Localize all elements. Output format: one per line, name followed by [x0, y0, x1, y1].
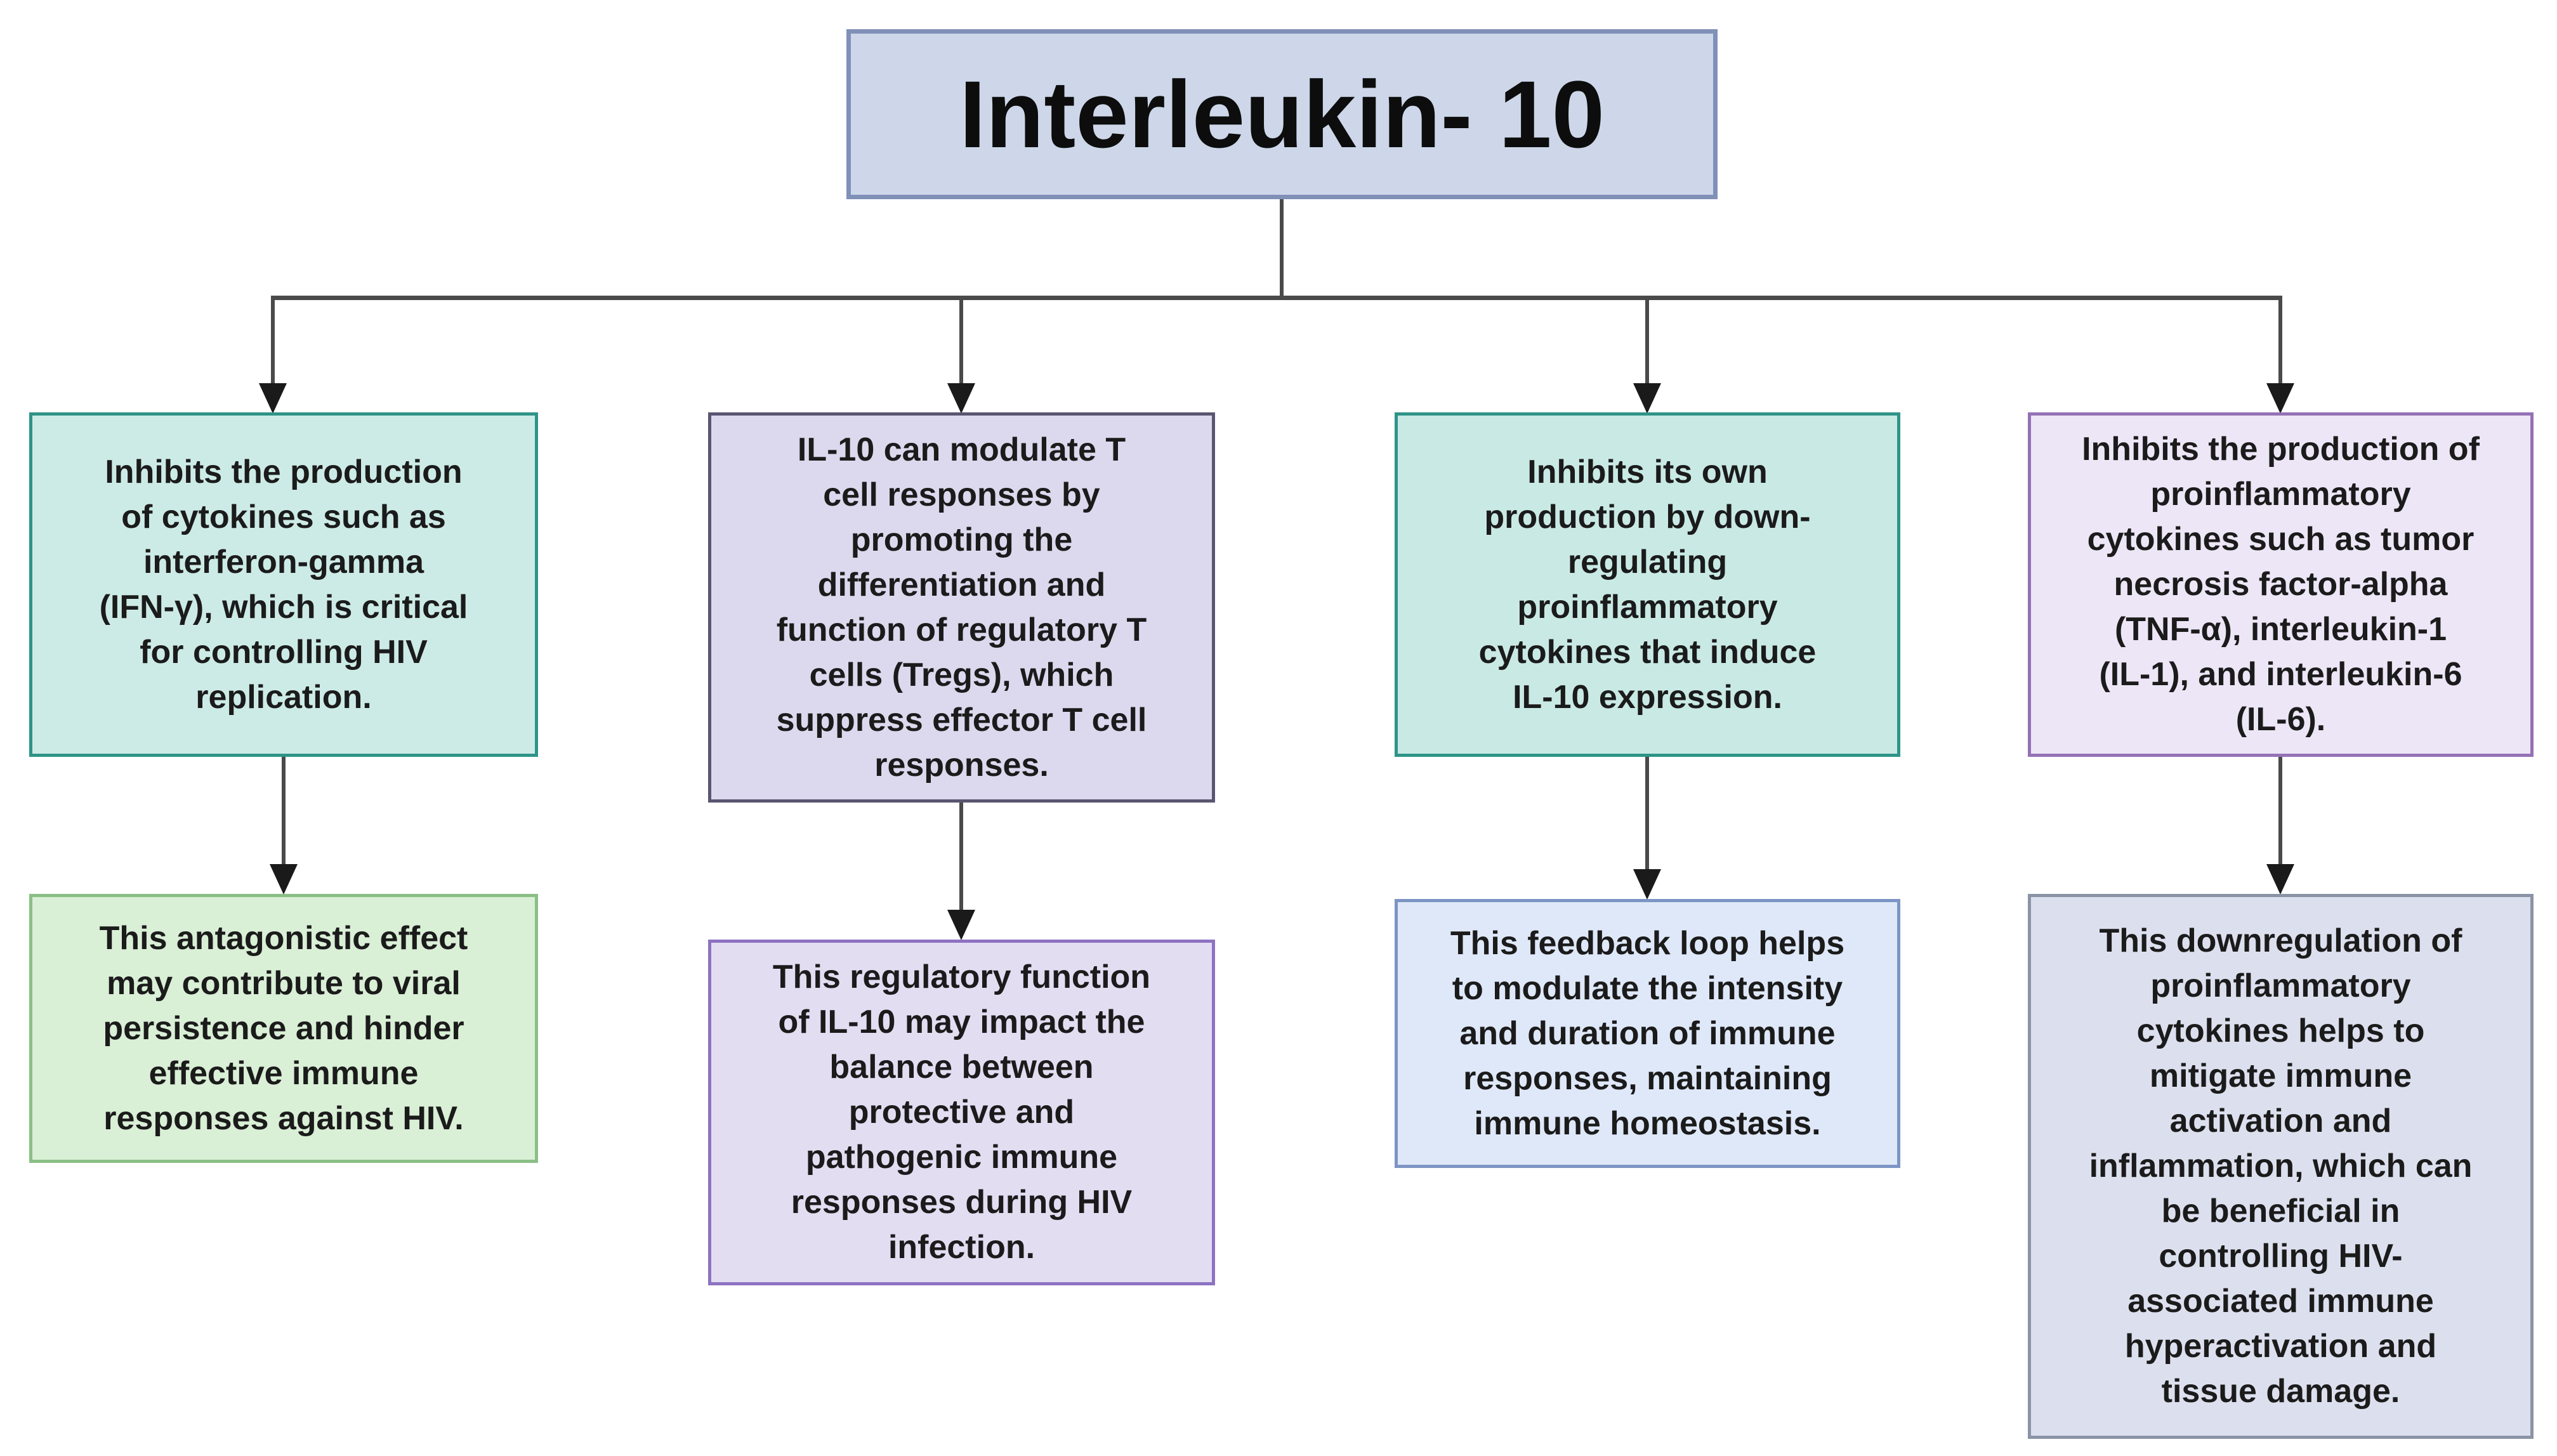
arrow-down-icon — [947, 383, 975, 414]
arrow-down-icon — [1633, 869, 1661, 900]
node-col4-inhibits-proinflammatory-cytokines: Inhibits the production of proinflammato… — [2028, 412, 2534, 757]
connector-drop-col3 — [1645, 298, 1649, 384]
connector-drop-col4 — [2278, 298, 2282, 384]
arrow-down-icon — [947, 910, 975, 940]
connector-drop-col1 — [271, 298, 275, 384]
connector-horizontal-bus — [271, 296, 2282, 300]
node-col1-inhibits-cytokine-production: Inhibits the production of cytokines suc… — [29, 412, 538, 757]
arrow-down-icon — [1633, 383, 1661, 414]
arrow-down-icon — [270, 864, 298, 895]
arrow-down-icon — [2266, 383, 2294, 414]
root-node-interleukin-10: Interleukin- 10 — [846, 29, 1718, 199]
node-col1-antagonistic-effect: This antagonistic effect may contribute … — [29, 894, 538, 1163]
connector-col3-mid — [1645, 757, 1649, 871]
node-col2-modulates-t-cell-responses: IL-10 can modulate T cell responses by p… — [708, 412, 1215, 803]
node-col4-downregulation-benefit: This downregulation of proinflammatory c… — [2028, 894, 2534, 1439]
connector-col2-mid — [959, 803, 963, 912]
connector-col4-mid — [2278, 757, 2282, 866]
arrow-down-icon — [259, 383, 287, 414]
node-col3-inhibits-own-production: Inhibits its own production by down- reg… — [1395, 412, 1900, 757]
node-col3-feedback-loop: This feedback loop helps to modulate the… — [1395, 899, 1900, 1168]
arrow-down-icon — [2266, 864, 2294, 895]
connector-trunk-vertical — [1280, 199, 1284, 298]
connector-drop-col2 — [959, 298, 963, 384]
node-col2-regulatory-function-balance: This regulatory function of IL-10 may im… — [708, 940, 1215, 1285]
connector-col1-mid — [282, 757, 286, 866]
